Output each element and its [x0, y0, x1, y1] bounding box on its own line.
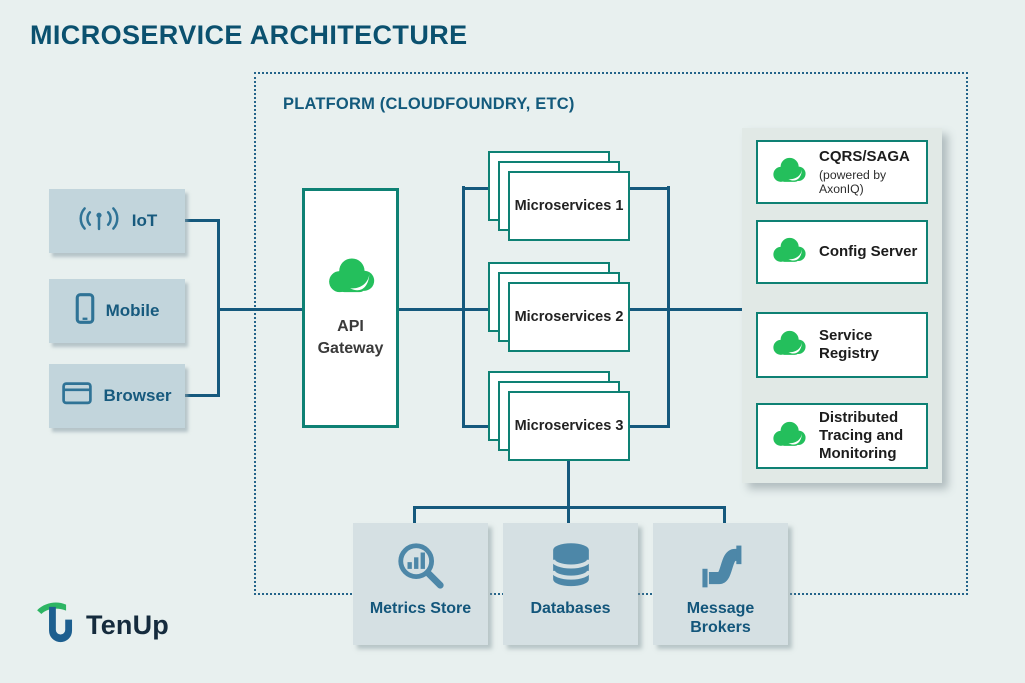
cloud-icon	[769, 156, 809, 189]
infra-box-metrics-store: Metrics Store	[353, 523, 488, 645]
tenup-logo-text: TenUp	[86, 610, 169, 640]
client-label: IoT	[131, 211, 158, 230]
infra-box-message-brokers: Message Brokers	[653, 523, 788, 645]
service-card-service-registry: Service Registry	[756, 312, 928, 378]
browser-window-icon	[62, 382, 93, 410]
service-card-cqrs-saga: CQRS/SAGA (powered by AxonIQ)	[756, 140, 928, 204]
connector-bus-left	[462, 186, 465, 428]
page-title: MICROSERVICE ARCHITECTURE	[30, 20, 468, 50]
microservices-stack-3: Microservices 3	[488, 371, 630, 461]
service-label: Service Registry	[819, 326, 880, 362]
service-card-distributed-tracing: Distributed Tracing and Monitoring	[756, 403, 928, 469]
tenup-logo: TenUp	[32, 598, 169, 653]
metrics-magnifier-icon	[394, 537, 448, 595]
microservice-card: Microservices 3	[508, 391, 630, 461]
cloud-icon	[769, 329, 809, 362]
infra-label: Metrics Store	[369, 600, 472, 617]
platform-services-panel: CQRS/SAGA (powered by AxonIQ) Config Ser…	[742, 128, 942, 483]
infra-label: Databases	[530, 600, 611, 617]
service-label: Distributed Tracing and Monitoring	[819, 408, 904, 463]
service-label: Config Server	[819, 242, 918, 260]
client-box-mobile: Mobile	[49, 279, 185, 343]
cloud-icon	[323, 256, 379, 300]
connector-stub-metrics	[413, 506, 416, 526]
api-gateway-box: API Gateway	[302, 188, 399, 428]
message-pipe-icon	[695, 537, 747, 595]
microservices-stack-1: Microservices 1	[488, 151, 630, 241]
connector-stub-databases	[567, 506, 570, 526]
connector-bus-right	[667, 186, 670, 428]
database-icon	[546, 537, 596, 595]
cloud-icon	[769, 420, 809, 453]
service-card-config-server: Config Server	[756, 220, 928, 284]
client-box-browser: Browser	[49, 364, 185, 428]
microservice-card: Microservices 2	[508, 282, 630, 352]
client-label: Mobile	[105, 301, 160, 320]
tenup-logo-icon	[32, 598, 78, 653]
service-sublabel: (powered by AxonIQ)	[819, 167, 887, 196]
client-box-iot: IoT	[49, 189, 185, 253]
microservices-stack-2: Microservices 2	[488, 262, 630, 352]
service-label: CQRS/SAGA	[819, 148, 910, 166]
iot-antenna-icon	[77, 204, 121, 238]
microservice-card: Microservices 1	[508, 171, 630, 241]
connector-browser	[185, 394, 220, 397]
platform-label: PLATFORM (CLOUDFOUNDRY, ETC)	[283, 95, 575, 113]
connector-clients-gateway	[217, 308, 305, 311]
connector-iot	[185, 219, 220, 222]
connector-stub-brokers	[723, 506, 726, 526]
cloud-icon	[769, 236, 809, 269]
connector-ms3-down	[567, 455, 570, 509]
client-label: Browser	[103, 386, 172, 405]
mobile-phone-icon	[75, 293, 95, 329]
api-gateway-label: API Gateway	[317, 318, 384, 357]
infra-label: Message Brokers	[686, 600, 755, 637]
infra-box-databases: Databases	[503, 523, 638, 645]
